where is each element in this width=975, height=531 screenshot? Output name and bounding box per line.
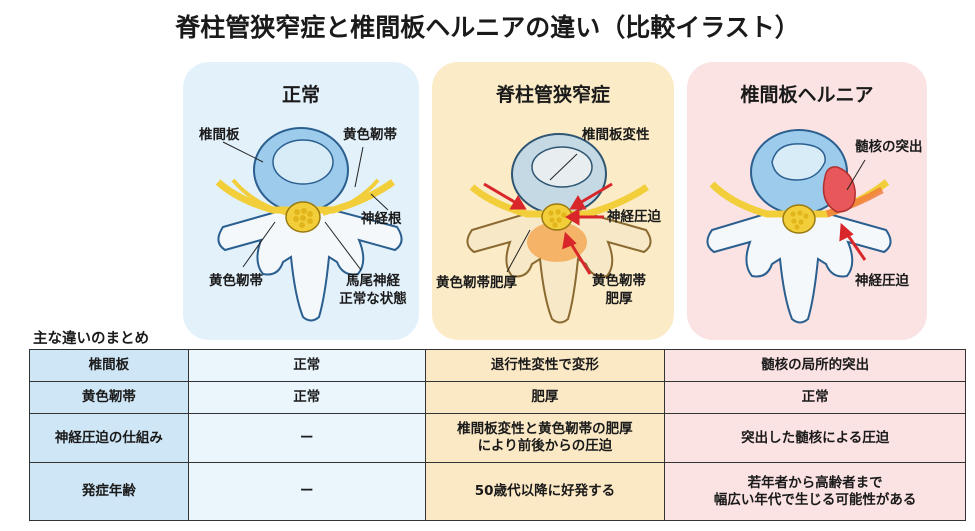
label-ligament-bottom: 黄色靭帯 (209, 273, 263, 289)
cell-normal: 正常 (187, 349, 426, 382)
table-row: 発症年齢 ー 50歳代以降に好発する 若年者から高齢者まで 幅広い年代で生じる可… (29, 462, 966, 521)
cell-stenosis-line1: 椎間板変性と黄色靭帯の肥厚 (457, 421, 633, 437)
row-label: 神経圧迫の仕組み (29, 413, 189, 463)
stenosis-vertebra-illustration (466, 133, 652, 324)
table-row: 黄色靭帯 正常 肥厚 正常 (29, 381, 966, 414)
label-ligament-thickening-right: 黄色靭帯 肥厚 (584, 272, 654, 308)
hernia-vertebra-illustration (706, 129, 892, 324)
panel-title-hernia: 椎間板ヘルニア (740, 84, 874, 106)
row-label: 発症年齢 (29, 462, 189, 521)
cell-normal: ー (187, 413, 426, 463)
label-cauda-equina: 馬尾神経 正常な状態 (333, 272, 413, 308)
label-nucleus-protrusion: 髄核の突出 (855, 139, 923, 155)
label-nerve-root: 神経根 (361, 211, 402, 227)
label-ligament-thickening-left: 黄色靭帯肥厚 (436, 275, 517, 291)
label-nerve-compression-hernia: 神経圧迫 (855, 273, 909, 289)
cell-hernia: 髄核の局所的突出 (664, 349, 966, 382)
label-cauda-line2: 正常な状態 (339, 291, 407, 307)
comparison-table: 椎間板 正常 退行性変性で変形 髄核の局所的突出 黄色靭帯 正常 肥厚 正常 神… (29, 349, 966, 521)
cell-hernia: 正常 (664, 381, 966, 414)
cell-hernia: 若年者から高齢者まで 幅広い年代で生じる可能性がある (664, 462, 966, 521)
summary-heading: 主な違いのまとめ (33, 331, 149, 347)
label-nerve-compression: 神経圧迫 (607, 209, 661, 225)
panel-title-normal: 正常 (281, 84, 320, 106)
panel-normal: 正常 椎間板 黄色靭帯 神経根 黄色靭帯 馬尾神経 正常な状態 (183, 62, 419, 340)
label-ligament-thickening-right-line1: 黄色靭帯 (592, 273, 646, 289)
normal-vertebra-illustration (215, 127, 403, 322)
cell-normal: 正常 (187, 381, 426, 414)
table-row: 椎間板 正常 退行性変性で変形 髄核の局所的突出 (29, 349, 966, 382)
label-ligament-top: 黄色靭帯 (343, 127, 397, 143)
cell-hernia: 突出した髄核による圧迫 (664, 413, 966, 463)
cell-stenosis: 50歳代以降に好発する (424, 462, 666, 521)
cell-hernia-line2: 幅広い年代で生じる可能性がある (713, 491, 917, 508)
cell-normal: ー (187, 462, 426, 521)
cell-hernia-line1: 若年者から高齢者まで (747, 474, 883, 491)
row-label: 黄色靭帯 (29, 381, 189, 414)
cell-stenosis: 椎間板変性と黄色靭帯の肥厚 により前後からの圧迫 (424, 413, 666, 463)
table-row: 神経圧迫の仕組み ー 椎間板変性と黄色靭帯の肥厚 により前後からの圧迫 突出した… (29, 413, 966, 463)
cell-stenosis: 退行性変性で変形 (424, 349, 666, 382)
page-title: 脊柱管狭窄症と椎間板ヘルニアの違い（比較イラスト） (175, 13, 800, 42)
row-label: 椎間板 (29, 349, 189, 382)
label-disc-degeneration: 椎間板変性 (582, 127, 650, 143)
label-disc: 椎間板 (199, 127, 240, 143)
panel-title-stenosis: 脊柱管狭窄症 (495, 84, 610, 106)
cell-stenosis-line2: により前後からの圧迫 (477, 438, 613, 454)
panel-hernia: 椎間板ヘルニア 髄核の突出 神経圧迫 (687, 62, 927, 340)
cell-stenosis: 肥厚 (424, 381, 666, 414)
label-cauda-line1: 馬尾神経 (346, 273, 400, 289)
label-ligament-thickening-right-line2: 肥厚 (605, 291, 633, 307)
panel-stenosis: 脊柱管狭窄症 椎間板変性 神経圧迫 黄色靭帯肥厚 黄色靭帯 肥厚 (432, 62, 674, 340)
